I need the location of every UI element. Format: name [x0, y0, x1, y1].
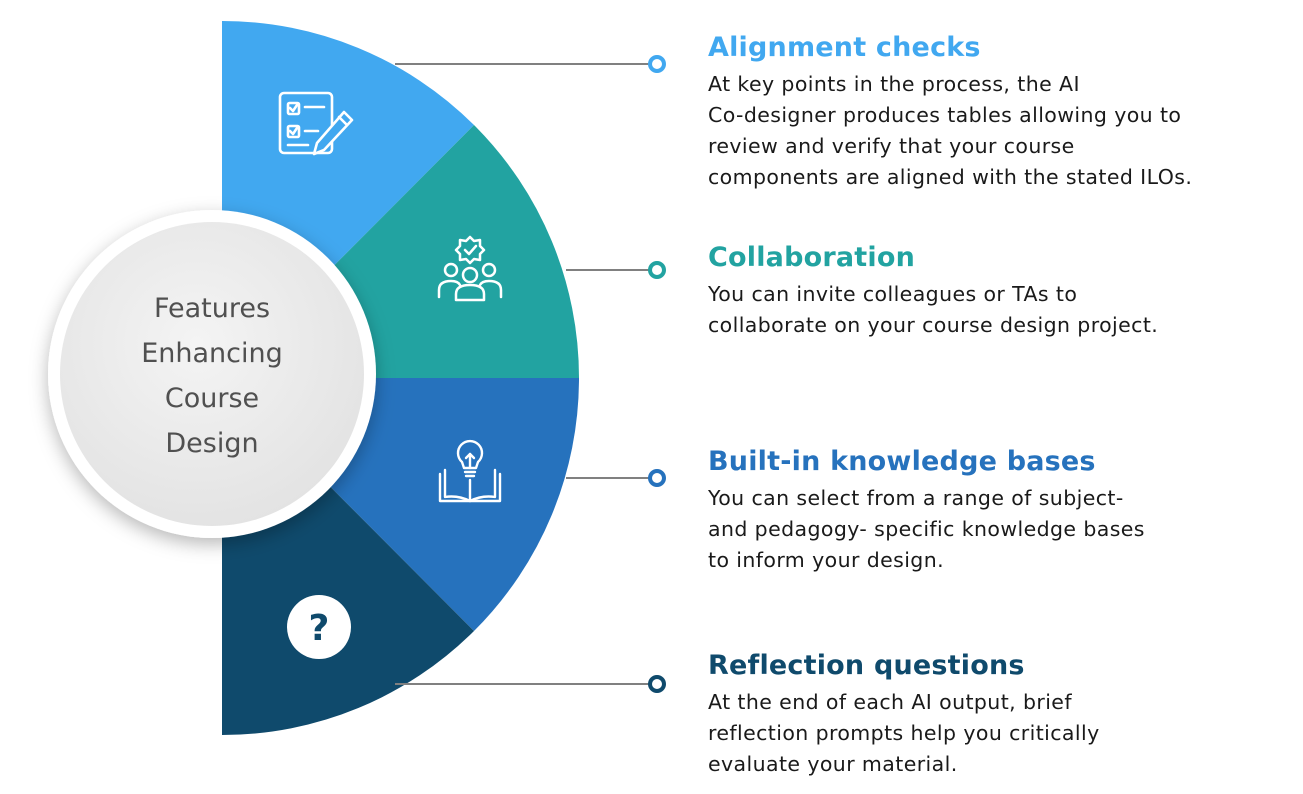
connector-4: [395, 675, 666, 693]
connector-2: [566, 261, 666, 279]
description-line: At key points in the process, the AI: [708, 72, 1080, 96]
feature-knowledge-bases: Built-in knowledge bases You can select …: [708, 446, 1288, 576]
feature-alignment-checks: Alignment checks At key points in the pr…: [708, 32, 1288, 193]
feature-reflection-questions: Reflection questions At the end of each …: [708, 650, 1288, 780]
center-title-line: Design: [165, 428, 259, 459]
feature-title: Alignment checks: [708, 32, 981, 63]
description-line: Co-designer produces tables allowing you…: [708, 103, 1182, 127]
team-badge-icon: [437, 235, 503, 302]
connector-1: [395, 55, 666, 73]
description-line: evaluate your material.: [708, 752, 958, 776]
description-line: review and verify that your course: [708, 134, 1075, 158]
description-line: and pedagogy- specific knowledge bases: [708, 517, 1145, 541]
feature-title: Built-in knowledge bases: [708, 446, 1096, 477]
description-line: At the end of each AI output, brief: [708, 690, 1072, 714]
question-circle-icon: ?: [287, 595, 351, 659]
description-line: collaborate on your course design projec…: [708, 313, 1159, 337]
feature-description: You can select from a range of subject- …: [708, 483, 1288, 576]
svg-text:?: ?: [309, 608, 330, 649]
center-title-line: Course: [164, 383, 260, 414]
center-title-line: Features: [153, 293, 271, 324]
feature-description: At the end of each AI output, brief refl…: [708, 687, 1288, 780]
lightbulb-book-icon: [438, 439, 502, 503]
feature-description: At key points in the process, the AI Co-…: [708, 69, 1288, 193]
center-title: Features Enhancing Course Design: [62, 286, 362, 466]
feature-title: Collaboration: [708, 242, 916, 273]
connector-3: [566, 469, 666, 487]
description-line: reflection prompts help you critically: [708, 721, 1100, 745]
feature-collaboration: Collaboration You can invite colleagues …: [708, 242, 1288, 341]
description-line: You can select from a range of subject-: [708, 486, 1124, 510]
description-line: You can invite colleagues or TAs to: [708, 282, 1078, 306]
description-line: to inform your design.: [708, 548, 945, 572]
checklist-pencil-icon: [278, 91, 354, 156]
center-title-line: Enhancing: [141, 338, 283, 369]
description-line: components are aligned with the stated I…: [708, 165, 1193, 189]
feature-description: You can invite colleagues or TAs to coll…: [708, 279, 1288, 341]
feature-title: Reflection questions: [708, 650, 1025, 681]
